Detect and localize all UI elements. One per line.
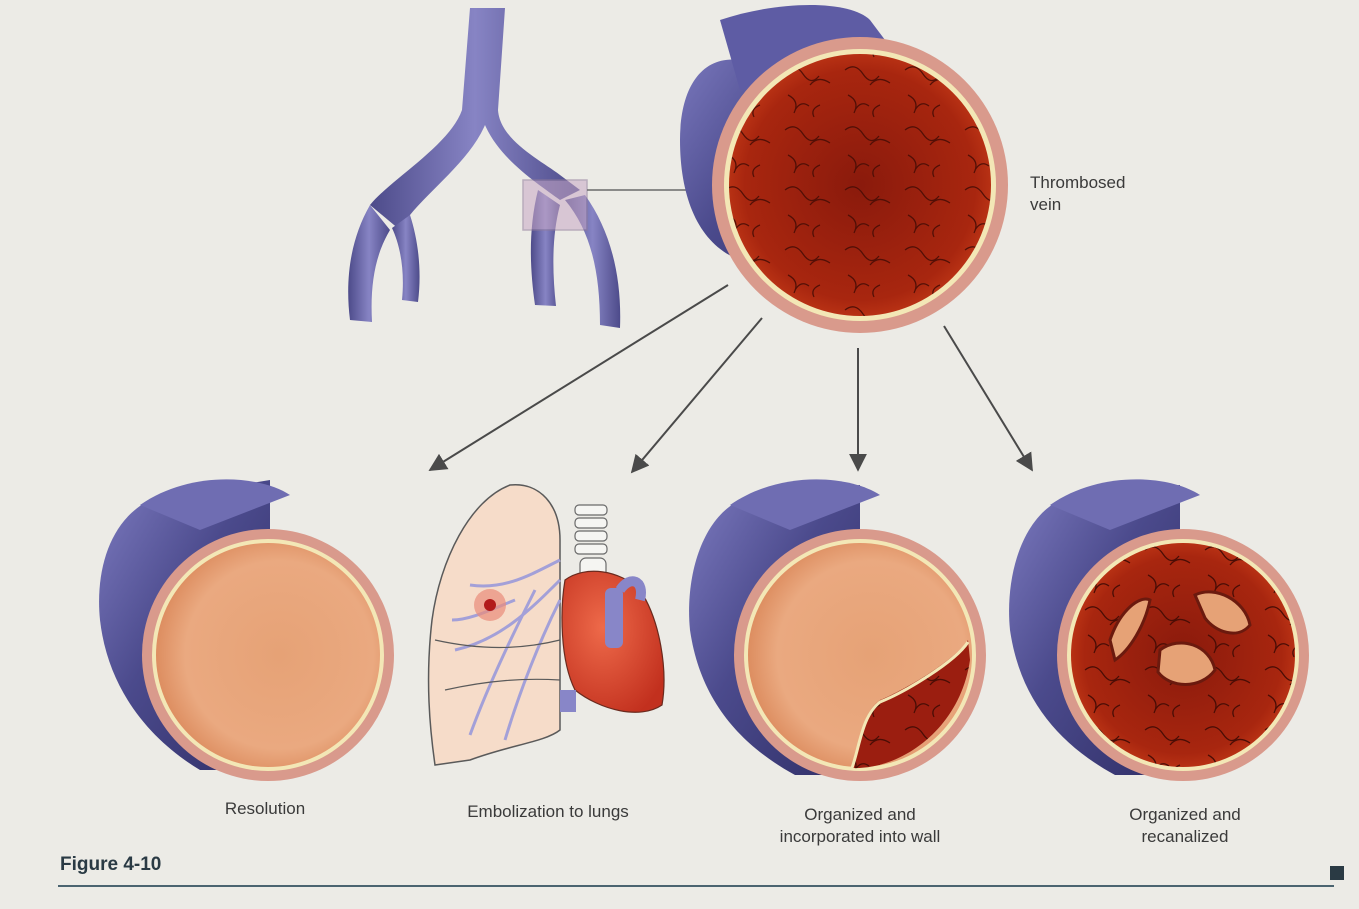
heart-icon xyxy=(560,571,664,712)
outcome-arrows xyxy=(430,285,1032,472)
caption-divider xyxy=(58,885,1334,887)
organized-wall-label-line1: Organized and xyxy=(740,804,980,826)
end-mark-square xyxy=(1330,866,1344,880)
thrombosed-vein-illustration xyxy=(680,5,1008,333)
lung-icon xyxy=(429,485,560,765)
branching-vein-illustration xyxy=(348,8,705,328)
arrow-to-resolution xyxy=(430,285,728,470)
embolization-label: Embolization to lungs xyxy=(430,801,666,823)
organized-wall-vessel-illustration xyxy=(689,479,986,781)
recanalized-label-line1: Organized and xyxy=(1085,804,1285,826)
thrombosed-vein-label: Thrombosed vein xyxy=(1030,172,1125,216)
organized-wall-label-line2: incorporated into wall xyxy=(740,826,980,848)
resolution-label: Resolution xyxy=(175,798,355,820)
arrow-to-embolization xyxy=(632,318,762,472)
organized-wall-label: Organized and incorporated into wall xyxy=(740,804,980,848)
recanalized-label-line2: recanalized xyxy=(1085,826,1285,848)
embolization-lungs-illustration xyxy=(429,485,664,765)
arrow-to-recanalized xyxy=(944,326,1032,470)
recanalized-vessel-illustration xyxy=(1009,479,1309,781)
magnified-region-box xyxy=(523,180,587,230)
resolution-vessel-illustration xyxy=(99,479,394,781)
thrombosed-label-line2: vein xyxy=(1030,194,1125,216)
thrombosed-label-line1: Thrombosed xyxy=(1030,172,1125,194)
recanalized-label: Organized and recanalized xyxy=(1085,804,1285,848)
figure-caption: Figure 4-10 xyxy=(60,854,161,876)
